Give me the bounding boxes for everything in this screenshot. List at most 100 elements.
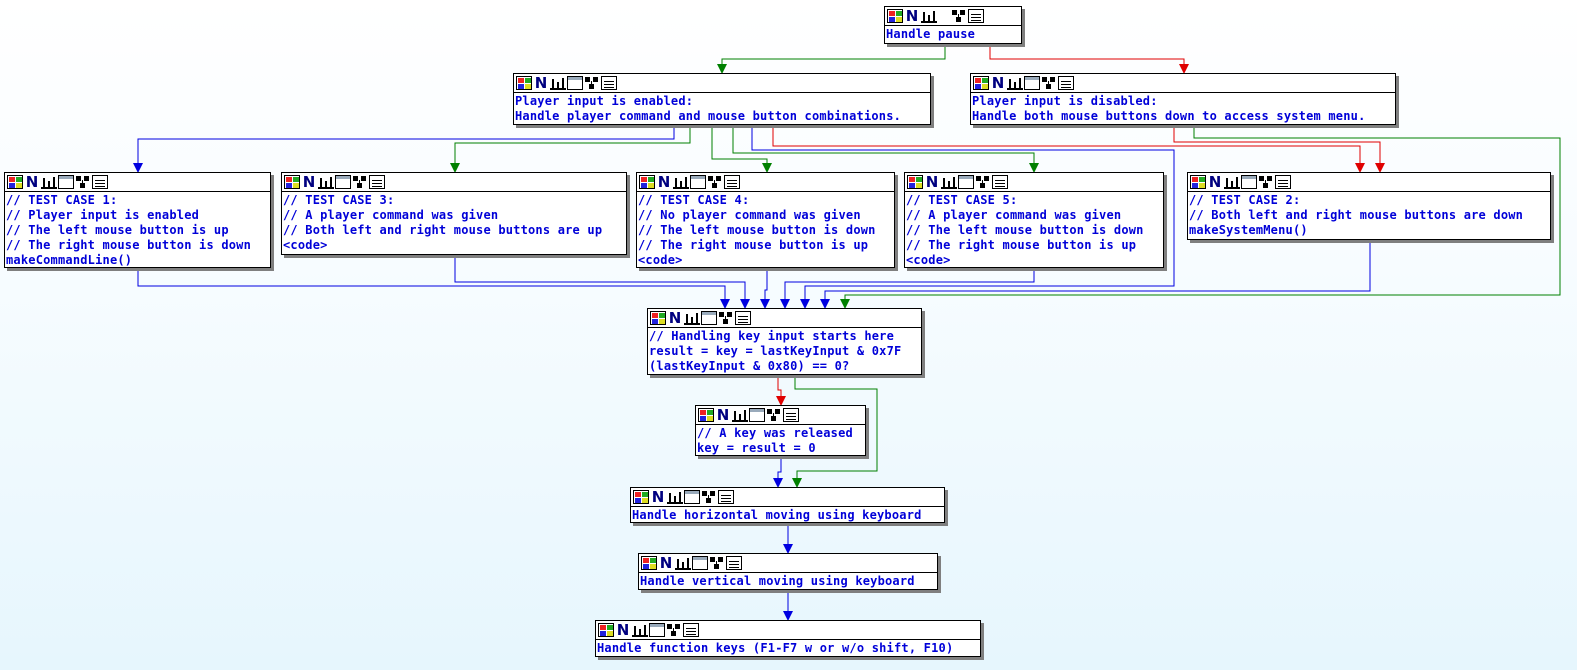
document-icon[interactable]: [783, 408, 799, 422]
tree-icon[interactable]: [766, 408, 782, 422]
color-palette-icon[interactable]: [284, 175, 300, 189]
window-icon[interactable]: [749, 408, 765, 422]
node-line: // A player command was given: [906, 208, 1122, 222]
color-palette-icon[interactable]: [698, 408, 714, 422]
color-palette-icon[interactable]: [633, 490, 649, 504]
tree-icon[interactable]: [1258, 175, 1274, 189]
color-palette-icon[interactable]: [973, 76, 989, 90]
tree-icon[interactable]: [975, 175, 991, 189]
document-icon[interactable]: [726, 556, 742, 570]
document-icon[interactable]: [1058, 76, 1074, 90]
bar-chart-icon[interactable]: [41, 175, 57, 189]
letter-n-icon[interactable]: N: [991, 74, 1005, 92]
letter-n-icon[interactable]: N: [534, 74, 548, 92]
window-icon[interactable]: [692, 556, 708, 570]
window-icon[interactable]: [958, 175, 974, 189]
edge-enabled-to-tc3: [450, 125, 691, 173]
bar-chart-icon[interactable]: [1007, 76, 1023, 90]
letter-n-icon[interactable]: N: [905, 7, 919, 25]
letter-n-icon[interactable]: N: [668, 309, 682, 327]
color-palette-icon[interactable]: [639, 175, 655, 189]
bar-chart-icon[interactable]: [941, 175, 957, 189]
color-palette-icon[interactable]: [641, 556, 657, 570]
node-line: // TEST CASE 3:: [283, 193, 395, 207]
bar-chart-icon[interactable]: [318, 175, 334, 189]
node-test-case-5[interactable]: N// TEST CASE 5:// A player command was …: [904, 172, 1164, 268]
letter-n-icon[interactable]: N: [616, 621, 630, 639]
tree-icon[interactable]: [707, 175, 723, 189]
bar-chart-icon[interactable]: [675, 556, 691, 570]
window-icon[interactable]: [701, 311, 717, 325]
edge-tc3-to-key-input: [454, 255, 750, 309]
tree-icon[interactable]: [352, 175, 368, 189]
bar-chart-icon[interactable]: [673, 175, 689, 189]
window-icon[interactable]: [690, 175, 706, 189]
tree-icon[interactable]: [666, 623, 682, 637]
document-icon[interactable]: [968, 9, 984, 23]
document-icon[interactable]: [735, 311, 751, 325]
color-palette-icon[interactable]: [516, 76, 532, 90]
color-palette-icon[interactable]: [7, 175, 23, 189]
window-icon[interactable]: [649, 623, 665, 637]
letter-n-icon[interactable]: N: [302, 173, 316, 191]
document-icon[interactable]: [718, 490, 734, 504]
window-icon[interactable]: [1241, 175, 1257, 189]
color-palette-icon[interactable]: [907, 175, 923, 189]
document-icon[interactable]: [369, 175, 385, 189]
letter-n-icon[interactable]: N: [925, 173, 939, 191]
tree-icon[interactable]: [951, 9, 967, 23]
letter-n-icon[interactable]: N: [659, 554, 673, 572]
node-test-case-3[interactable]: N// TEST CASE 3:// A player command was …: [281, 172, 627, 255]
bar-chart-icon[interactable]: [684, 311, 700, 325]
window-icon[interactable]: [335, 175, 351, 189]
document-icon[interactable]: [683, 623, 699, 637]
letter-n-icon[interactable]: N: [25, 173, 39, 191]
bar-chart-icon[interactable]: [550, 76, 566, 90]
document-icon[interactable]: [92, 175, 108, 189]
window-icon[interactable]: [684, 490, 700, 504]
node-toolbar: N: [631, 488, 944, 507]
node-test-case-4[interactable]: N// TEST CASE 4:// No player command was…: [636, 172, 895, 268]
color-palette-icon[interactable]: [598, 623, 614, 637]
tree-icon[interactable]: [701, 490, 717, 504]
tree-icon[interactable]: [75, 175, 91, 189]
node-toolbar: N: [885, 7, 1021, 26]
document-icon[interactable]: [992, 175, 1008, 189]
letter-n-icon[interactable]: N: [1208, 173, 1222, 191]
tree-icon[interactable]: [709, 556, 725, 570]
document-icon[interactable]: [601, 76, 617, 90]
tree-icon[interactable]: [584, 76, 600, 90]
bar-chart-icon[interactable]: [632, 623, 648, 637]
node-test-case-2[interactable]: N// TEST CASE 2:// Both left and right m…: [1187, 172, 1551, 240]
letter-n-icon[interactable]: N: [657, 173, 671, 191]
color-palette-icon[interactable]: [887, 9, 903, 23]
letter-n-icon[interactable]: N: [651, 488, 665, 506]
letter-n-icon[interactable]: N: [716, 406, 730, 424]
document-icon[interactable]: [724, 175, 740, 189]
tree-icon[interactable]: [1041, 76, 1057, 90]
window-icon[interactable]: [1024, 76, 1040, 90]
color-palette-icon[interactable]: [1190, 175, 1206, 189]
color-palette-icon[interactable]: [650, 311, 666, 325]
node-test-case-1[interactable]: N// TEST CASE 1:// Player input is enabl…: [4, 172, 271, 268]
bar-chart-icon[interactable]: [921, 9, 937, 23]
window-icon[interactable]: [58, 175, 74, 189]
edge-pause-to-disabled: [989, 44, 1189, 74]
edge-enabled-to-tc2: [772, 125, 1365, 173]
bar-chart-icon[interactable]: [732, 408, 748, 422]
tree-icon[interactable]: [718, 311, 734, 325]
window-icon[interactable]: [567, 76, 583, 90]
bar-chart-icon[interactable]: [667, 490, 683, 504]
bar-chart-icon[interactable]: [1224, 175, 1240, 189]
document-icon[interactable]: [1275, 175, 1291, 189]
edge-pause-to-enabled: [717, 44, 946, 74]
